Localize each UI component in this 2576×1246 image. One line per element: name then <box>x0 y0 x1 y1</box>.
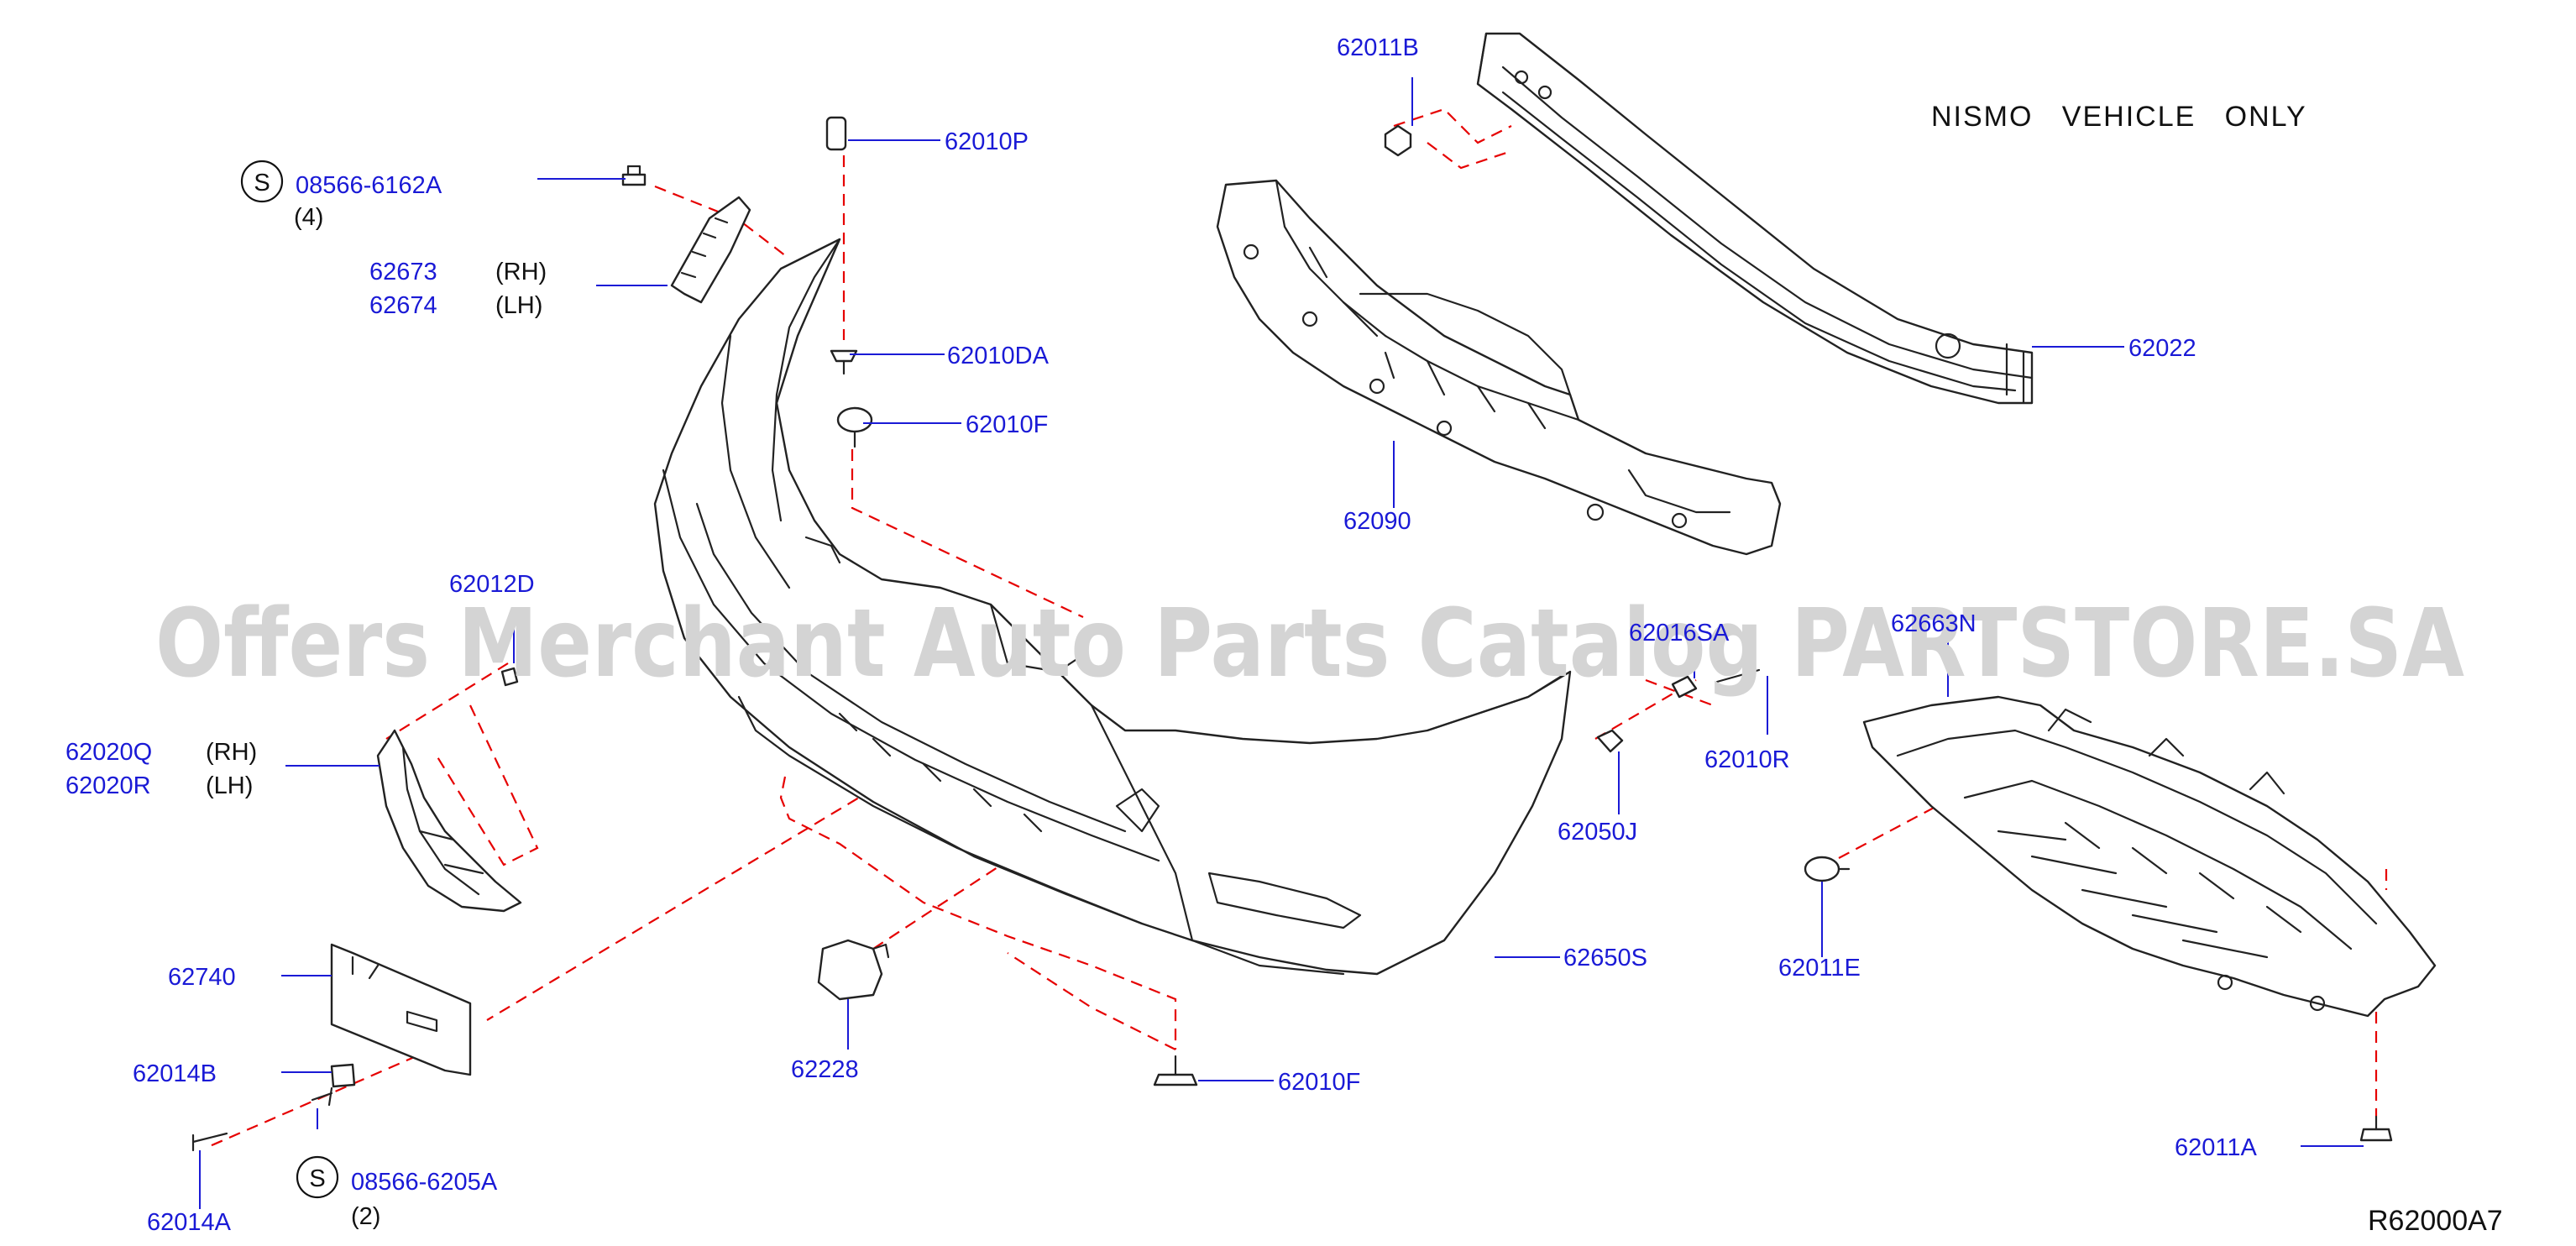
part-labels: 08566-6162A (4) 62010P 62673 (RH) 62674 … <box>65 34 2257 1236</box>
part-label-62010F-top[interactable]: 62010F <box>966 411 1048 438</box>
side-label-62020R: (LH) <box>206 772 253 799</box>
standard-part-symbol-1: S <box>240 160 284 203</box>
part-label-62010R[interactable]: 62010R <box>1704 746 1790 773</box>
leader-lines <box>199 77 2364 1209</box>
part-label-62674[interactable]: 62674 <box>369 292 437 319</box>
part-label-62673[interactable]: 62673 <box>369 259 437 285</box>
side-label-62673: (RH) <box>495 259 547 285</box>
part-label-62016SA[interactable]: 62016SA <box>1629 620 1730 647</box>
part-label-62740[interactable]: 62740 <box>168 964 236 991</box>
side-spoiler-drawing <box>376 729 522 913</box>
side-bracket-drawing <box>670 196 751 304</box>
part-label-62011B[interactable]: 62011B <box>1337 34 1419 61</box>
part-label-62090[interactable]: 62090 <box>1343 508 1411 535</box>
front-bumper-fascia-drawing <box>653 238 1572 976</box>
part-label-62663N[interactable]: 62663N <box>1891 610 1977 637</box>
part-label-62010P[interactable]: 62010P <box>945 128 1029 155</box>
part-label-62022[interactable]: 62022 <box>2128 335 2196 362</box>
part-label-08566-6205A[interactable]: 08566-6205A <box>351 1169 498 1196</box>
part-label-62011E[interactable]: 62011E <box>1778 955 1861 982</box>
license-bracket-drawing <box>330 943 472 1076</box>
bumper-reinforcement-drawing <box>1476 32 2034 405</box>
part-label-62014A[interactable]: 62014A <box>147 1209 232 1236</box>
side-label-62020Q: (RH) <box>206 739 257 766</box>
fasteners-drawing <box>191 116 2393 1152</box>
part-label-62020Q[interactable]: 62020Q <box>65 739 152 766</box>
watermark: Offers Merchant Auto Parts Catalog PARTS… <box>155 589 2464 699</box>
part-label-62050J[interactable]: 62050J <box>1558 819 1637 846</box>
part-label-62650S[interactable]: 62650S <box>1563 945 1647 971</box>
part-label-62011A[interactable]: 62011A <box>2175 1134 2257 1161</box>
engine-undercover-drawing <box>1862 695 2437 1018</box>
part-label-62012D[interactable]: 62012D <box>449 571 535 598</box>
svg-text:S: S <box>254 170 270 196</box>
qty-label-08566-6205A: (2) <box>351 1203 380 1230</box>
part-label-08566-6162A[interactable]: 08566-6162A <box>296 172 442 199</box>
qty-label-08566-6162A: (4) <box>294 204 323 231</box>
part-label-62010F-bottom[interactable]: 62010F <box>1278 1069 1360 1096</box>
tow-hook-cover-drawing <box>817 939 890 1001</box>
standard-part-symbol-2: S <box>296 1155 339 1199</box>
impact-absorber-drawing <box>1216 179 1782 556</box>
part-label-62010DA[interactable]: 62010DA <box>947 343 1050 369</box>
diagram-code: R62000A7 <box>2368 1205 2503 1237</box>
part-label-62228[interactable]: 62228 <box>791 1056 859 1083</box>
part-label-62020R[interactable]: 62020R <box>65 772 151 799</box>
part-label-62014B[interactable]: 62014B <box>133 1060 217 1087</box>
side-label-62674: (LH) <box>495 292 542 319</box>
svg-text:S: S <box>309 1165 325 1192</box>
vehicle-note: NISMO VEHICLE ONLY <box>1931 101 2307 133</box>
